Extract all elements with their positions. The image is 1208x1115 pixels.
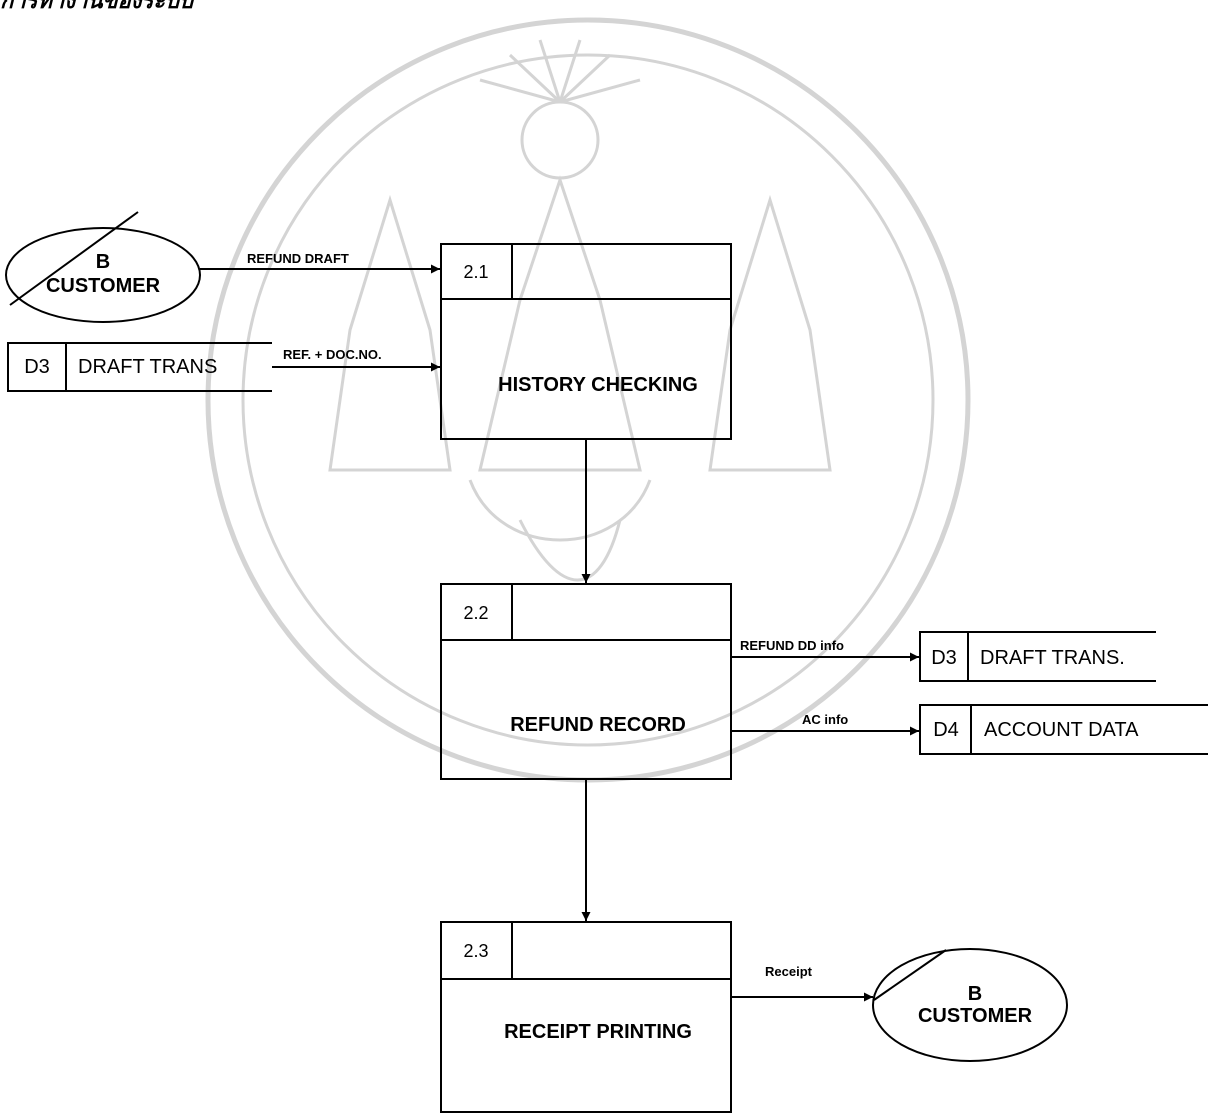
- flow-label: Receipt: [765, 964, 813, 979]
- process-name: HISTORY CHECKING: [498, 374, 698, 396]
- store-id: D3: [931, 647, 957, 669]
- entity-label-line2: CUSTOMER: [918, 1005, 1033, 1027]
- data-store-draft-trans-input: D3 DRAFT TRANS: [7, 342, 272, 392]
- flow-receipt: Receipt: [731, 964, 873, 1002]
- data-store-draft-trans-output: D3 DRAFT TRANS.: [919, 631, 1156, 682]
- flow-ref-doc-no: REF. + DOC.NO.: [272, 347, 440, 372]
- process-id: 2.2: [463, 603, 488, 623]
- flow-ac-info: AC info: [731, 712, 919, 736]
- process-name: REFUND RECORD: [510, 714, 686, 736]
- store-name: ACCOUNT DATA: [984, 719, 1139, 741]
- entity-label-line2: CUSTOMER: [46, 275, 161, 297]
- store-name: DRAFT TRANS.: [980, 647, 1125, 669]
- process-2-2: 2.2 REFUND RECORD: [440, 583, 732, 780]
- entity-label-line1: B: [968, 983, 982, 1005]
- store-id: D4: [933, 719, 959, 741]
- flow-refund-dd-info: REFUND DD info: [731, 638, 919, 662]
- header-text: การทำงานของระบบ: [0, 0, 195, 13]
- process-id: 2.1: [463, 262, 488, 282]
- flow-refund-draft: REFUND DRAFT: [200, 251, 440, 274]
- store-id: D3: [24, 356, 50, 378]
- process-name: RECEIPT PRINTING: [504, 1021, 692, 1043]
- store-name: DRAFT TRANS: [78, 356, 217, 378]
- data-store-account-data: D4 ACCOUNT DATA: [919, 704, 1208, 755]
- flow-label: REFUND DRAFT: [247, 251, 349, 266]
- entity-label-line1: B: [96, 251, 110, 273]
- watermark-seal: [205, 17, 971, 783]
- process-2-3: 2.3 RECEIPT PRINTING: [440, 921, 732, 1113]
- flow-label: AC info: [802, 712, 848, 727]
- external-entity-customer-sink: B CUSTOMER: [872, 948, 1068, 1062]
- process-2-1: 2.1 HISTORY CHECKING: [440, 243, 732, 440]
- flow-label: REFUND DD info: [740, 638, 844, 653]
- process-id: 2.3: [463, 941, 488, 961]
- external-entity-customer-source: B CUSTOMER: [5, 211, 201, 323]
- flow-label: REF. + DOC.NO.: [283, 347, 382, 362]
